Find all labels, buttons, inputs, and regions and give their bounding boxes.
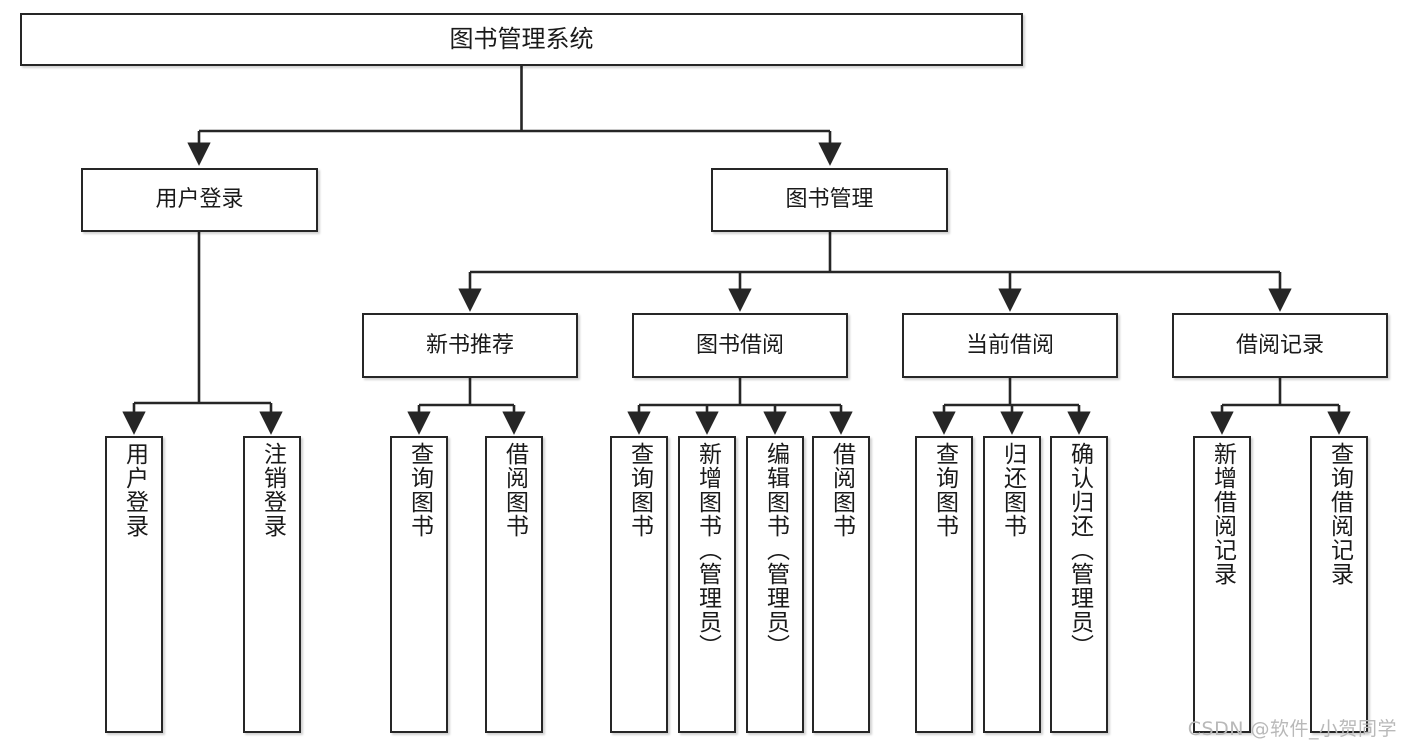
node-leaf-borrow-book-2-label: 借阅图书 [828, 442, 855, 538]
node-leaf-confirm-return[interactable]: 确认归还（管理员） [1050, 436, 1108, 733]
connector-group-current-borrow [932, 378, 1091, 435]
node-current-borrow-label: 当前借阅 [965, 332, 1054, 358]
node-leaf-query-book-1[interactable]: 查询图书 [390, 436, 448, 733]
node-leaf-borrow-book-2[interactable]: 借阅图书 [812, 436, 870, 733]
connector-group-new-book-rec [407, 378, 526, 435]
node-leaf-query-book-1-label: 查询图书 [406, 442, 433, 538]
node-leaf-add-book-label: 新增图书（管理员） [694, 442, 721, 658]
node-leaf-borrow-book-1-label: 借阅图书 [501, 442, 528, 538]
node-leaf-edit-book[interactable]: 编辑图书（管理员） [746, 436, 804, 733]
node-leaf-query-record[interactable]: 查询借阅记录 [1310, 436, 1368, 733]
node-leaf-query-book-2-label: 查询图书 [626, 442, 653, 538]
connector-group-root [187, 66, 842, 166]
node-leaf-edit-book-label: 编辑图书（管理员） [762, 442, 789, 658]
node-leaf-query-book-2[interactable]: 查询图书 [610, 436, 668, 733]
node-leaf-add-record-label: 新增借阅记录 [1209, 442, 1236, 586]
node-root-system-label: 图书管理系统 [449, 25, 594, 54]
node-leaf-user-login[interactable]: 用户登录 [105, 436, 163, 733]
node-leaf-query-book-3-label: 查询图书 [931, 442, 958, 538]
node-new-book-rec[interactable]: 新书推荐 [362, 313, 578, 378]
node-leaf-add-book[interactable]: 新增图书（管理员） [678, 436, 736, 733]
node-borrow-record[interactable]: 借阅记录 [1172, 313, 1388, 378]
node-user-login[interactable]: 用户登录 [81, 168, 318, 232]
node-borrow-record-label: 借阅记录 [1235, 332, 1324, 358]
connector-group-user-login [122, 232, 283, 435]
node-leaf-return-book-label: 归还图书 [999, 442, 1026, 538]
node-current-borrow[interactable]: 当前借阅 [902, 313, 1118, 378]
node-new-book-rec-label: 新书推荐 [425, 332, 514, 358]
node-leaf-query-record-label: 查询借阅记录 [1326, 442, 1353, 586]
node-book-manage-label: 图书管理 [785, 187, 874, 213]
node-user-login-label: 用户登录 [155, 187, 244, 213]
node-leaf-confirm-return-label: 确认归还（管理员） [1066, 442, 1093, 658]
node-root-system[interactable]: 图书管理系统 [20, 13, 1023, 66]
node-book-borrow-label: 图书借阅 [695, 332, 784, 358]
node-leaf-user-login-label: 用户登录 [121, 442, 148, 538]
node-leaf-logout-login[interactable]: 注销登录 [243, 436, 301, 733]
connector-group-book-borrow [627, 378, 853, 435]
connector-group-borrow-record [1210, 378, 1351, 435]
node-book-manage[interactable]: 图书管理 [711, 168, 948, 232]
node-leaf-query-book-3[interactable]: 查询图书 [915, 436, 973, 733]
connector-group-book-manage [458, 232, 1292, 312]
node-book-borrow[interactable]: 图书借阅 [632, 313, 848, 378]
node-leaf-add-record[interactable]: 新增借阅记录 [1193, 436, 1251, 733]
node-leaf-borrow-book-1[interactable]: 借阅图书 [485, 436, 543, 733]
node-leaf-return-book[interactable]: 归还图书 [983, 436, 1041, 733]
node-leaf-logout-login-label: 注销登录 [259, 442, 286, 538]
